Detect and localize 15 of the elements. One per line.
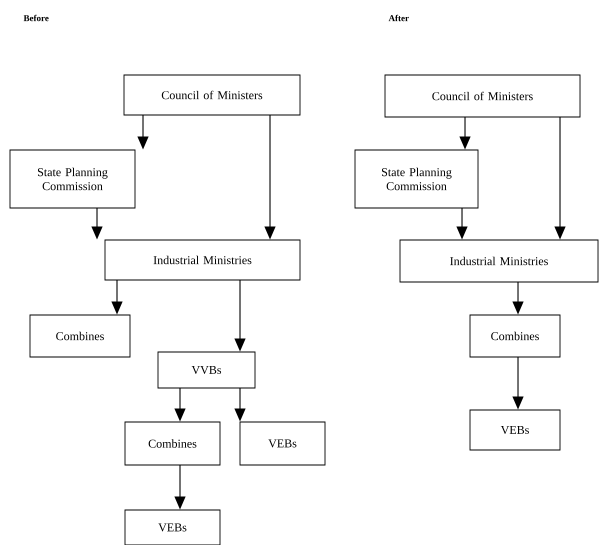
org-box: VEBs: [240, 422, 326, 466]
panel-heading: Before: [24, 14, 49, 22]
org-box: VVBs: [158, 352, 256, 388]
org-box: Industrial Ministries: [104, 240, 300, 280]
org-box: Industrial Ministries: [400, 240, 598, 282]
org-box: Combines: [470, 314, 560, 358]
org-box: State Planning Commission: [10, 150, 136, 208]
org-box: Combines: [124, 422, 220, 466]
org-box: State Planning Commission: [354, 150, 478, 208]
org-box: Council of Ministers: [124, 74, 300, 116]
org-box: VEBs: [470, 410, 560, 450]
org-box: Combines: [30, 314, 130, 358]
org-box: VEBs: [124, 510, 220, 545]
panel-heading: After: [388, 14, 409, 22]
org-box: Council of Ministers: [384, 74, 580, 118]
